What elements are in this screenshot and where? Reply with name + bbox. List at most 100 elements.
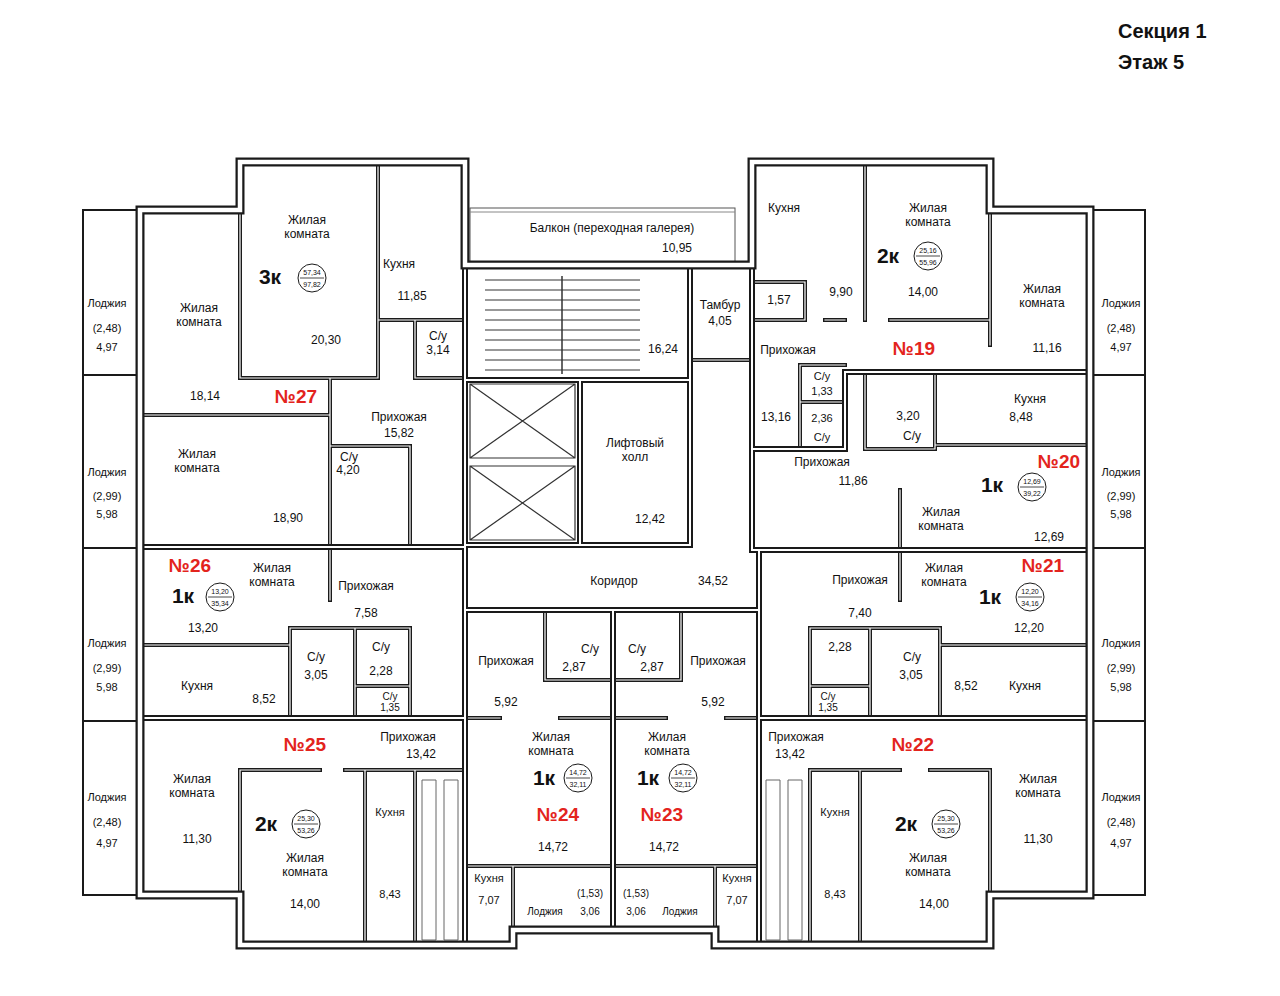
badge-circle [932,810,960,838]
room-text: 4,05 [708,315,731,329]
room-count: 1к [637,766,659,790]
gallery [470,208,735,262]
area-badge: 14,7232,11 [668,763,698,793]
room-text: С/у [814,370,831,383]
room-text: 2,87 [640,661,663,675]
lift-shaft [470,384,575,458]
room-text: 14,00 [919,898,949,912]
room-text: 15,82 [384,427,414,441]
area-figure: 39,22 [1023,490,1041,497]
room-text: Жилая комната [167,448,227,476]
room-area: Прихожая13,42 [242,720,463,768]
room-text: (2,99) [93,490,122,503]
room-text: 8,52 [954,680,977,694]
area-badge: 13,20 35,34 [205,582,235,612]
area-figure: 12,69 [1023,478,1041,485]
room-text: С/у [429,330,447,344]
gallery-outline [470,208,735,262]
badge-divider [300,278,324,279]
plan-title: Секция 1 Этаж 5 [1118,16,1230,78]
room-text: Лоджия [1102,466,1141,479]
room-text: 7,07 [726,894,747,907]
room-text: (2,48) [93,322,122,335]
badge-circle [914,242,942,270]
room-area: Прихожая5,92 [683,612,757,716]
area-figure: 57,34 [303,269,321,276]
room-area: С/у1,35 [357,688,408,716]
room-text: Жилая комната [242,562,302,590]
room-text: 13,20 [188,622,218,636]
room-text: Прихожая [690,655,746,669]
apartment-number: №24 [537,804,579,826]
room-text: (1,53) [623,888,649,900]
room-text: Лоджия [88,297,127,310]
room-text: С/у [340,451,358,465]
room-area: Жилая комната11,16 [992,212,1088,370]
badge-outline [297,263,327,293]
room-text: Лоджия [88,791,127,804]
wall [140,162,1090,945]
room-text: С/у [903,430,921,444]
badge-circle [298,264,326,292]
room-text: Прихожая [380,731,436,745]
room-text: Кухня [474,872,503,885]
room-text: Коридор [590,575,637,589]
badge-circle [564,764,592,792]
room-text: С/у [903,651,921,665]
room-area: Прихожая7,58 [332,552,463,626]
room-text: 11,85 [397,290,426,304]
room-text: Тамбур [700,299,741,313]
stairs [485,276,640,374]
area-figure: 53,26 [297,827,315,834]
badge-outline [913,241,943,271]
room-text: Прихожая [768,731,824,745]
room-text: Жилая комната [911,506,971,534]
badge-divider [1018,597,1042,598]
gallery-railing [470,212,735,213]
room-text: 18,90 [273,512,303,526]
area-figure: 13,20 [211,588,229,595]
room-area: Балкон (переходная галерея)10,95 [470,208,735,262]
room-text: 7,40 [848,607,871,621]
wall-core [140,162,1090,945]
room-text: 4,97 [96,341,117,354]
room-text: Кухня [722,872,751,885]
room-text: С/у [307,651,325,665]
room-text: 3,20 [896,410,919,424]
room-text: 1,57 [767,294,790,308]
interior-walls [140,162,1090,945]
room-text: Лоджия [1102,637,1141,650]
room-text: 3,14 [426,344,449,358]
room-text: Кухня [820,806,849,819]
room-area: 16,24 [467,267,688,378]
room-text: Жилая комната [277,214,337,242]
badge-outline [291,809,321,839]
room-text: 8,43 [379,888,400,901]
room-text: Лоджия [1102,791,1141,804]
room-count: 2к [255,812,277,836]
room-text: 11,30 [182,833,211,847]
area-badge: 12,2034,16 [1015,582,1045,612]
room-text: 5,98 [96,508,117,521]
area-figure: 35,34 [211,600,229,607]
area-figure: 25,16 [919,247,937,254]
apartment-number: №22 [892,734,934,756]
room-text: С/у [628,643,646,657]
room-text: 1,35 [818,703,837,713]
room-text: 13,16 [761,411,791,425]
area-badge: 25,1655,96 [913,241,943,271]
room-text: Жилая комната [637,731,697,759]
room-area: Лоджия(2,48)4,97 [1098,212,1144,373]
badge-outline [668,763,698,793]
room-text: Жилая комната [169,302,229,330]
room-text: 14,72 [538,841,568,855]
room-area: 2,36С/у [802,404,843,447]
room-text: 11,86 [838,475,867,489]
wall [140,265,1090,945]
room-area: Кухня8,52 [144,647,288,716]
room-text: 12,69 [1034,531,1064,545]
room-area: С/у 2,87 [615,612,679,678]
room-count: 1к [979,585,1001,609]
room-area: Кухня8,43 [812,772,858,943]
